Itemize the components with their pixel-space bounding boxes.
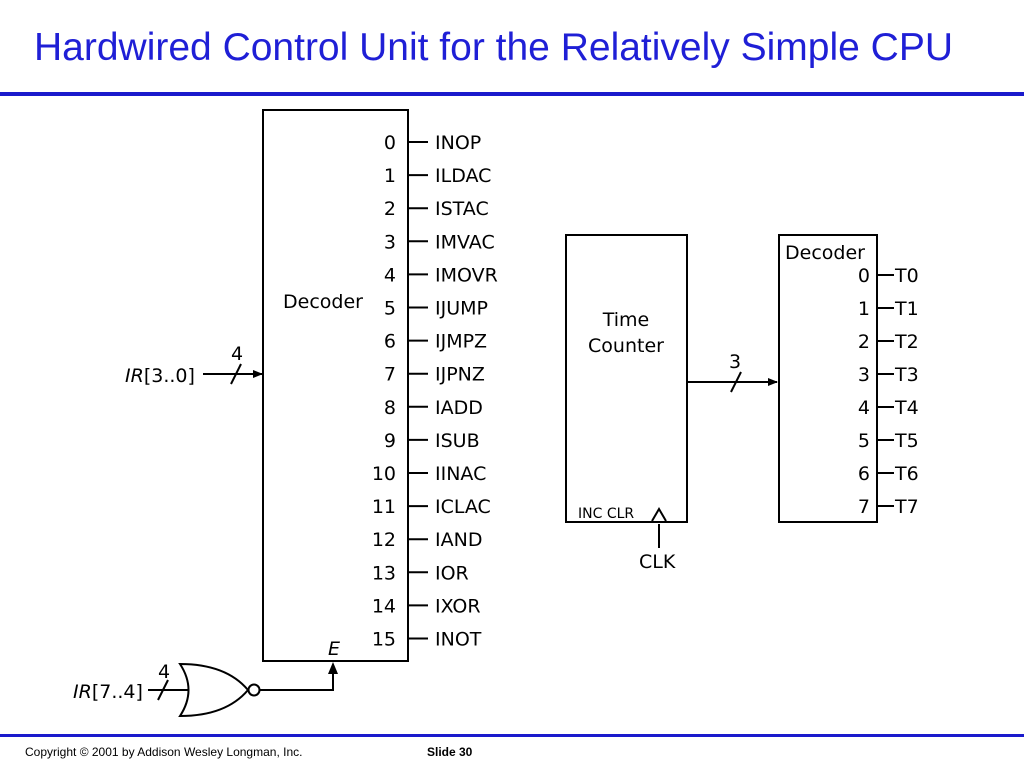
time-decoder-output-signal: T6 [894,463,919,485]
counter-bus: 3 [688,351,778,393]
time-decoder-output-signal: T3 [894,364,919,386]
counter-bus-slash [730,371,742,393]
instruction-decoder-output-index: 9 [384,430,396,452]
instruction-decoder-output-signal: IADD [435,397,483,419]
enable-wire [260,665,334,691]
time-decoder-output-index: 6 [858,463,870,485]
instruction-decoder-output-index: 10 [372,463,396,485]
time-decoder-box [778,234,878,523]
footer-copyright: Copyright © 2001 by Addison Wesley Longm… [25,745,303,759]
ir-low-label: IR[3..0] [125,365,195,387]
instruction-decoder-output-index: 15 [372,629,396,651]
instruction-decoder-output-signal: INOT [435,629,482,651]
time-counter-label-line1: Time [602,309,650,331]
instruction-decoder-output-index: 8 [384,397,396,419]
enable-arrowhead [328,662,338,674]
instruction-decoder-label: Decoder [283,291,363,313]
nor-gate-bubble [247,683,261,697]
enable-label: E [328,638,340,660]
instruction-decoder-output-index: 7 [384,364,396,386]
ir-high-width: 4 [158,661,170,683]
instruction-decoder-output-signal: IJPNZ [435,364,485,386]
counter-bus-width: 3 [729,351,741,373]
title-divider [0,92,1024,96]
time-decoder-output-index: 0 [858,265,870,287]
time-decoder-outputs: 0 T0 1 T1 2 T2 3 T3 4 T4 5 T5 6 T6 7 T7 [858,265,919,518]
instruction-decoder-output-signal: IMOVR [435,264,498,286]
nor-gate-group: IR[7..4] 4 [73,661,338,718]
time-decoder-output-index: 2 [858,331,870,353]
time-decoder-output-signal: T5 [894,430,919,452]
ir-low-input: IR[3..0] 4 [125,343,263,387]
instruction-decoder-output-index: 4 [384,264,396,286]
time-counter-control-label: INC CLR [578,506,634,522]
slide-number: Slide 30 [427,745,473,759]
slide-title: Hardwired Control Unit for the Relativel… [34,26,953,69]
time-counter: Time Counter INC CLR CLK [565,234,688,573]
instruction-decoder-output-index: 5 [384,298,396,320]
instruction-decoder-output-index: 14 [372,595,396,617]
instruction-decoder-output-signal: IJMPZ [435,331,487,353]
ir-high-bus-slash [157,679,169,701]
time-decoder-output-signal: T2 [894,331,919,353]
time-decoder-output-signal: T7 [894,496,919,518]
time-decoder-output-signal: T0 [894,265,919,287]
clock-label: CLK [639,551,676,573]
instruction-decoder-output-signal: IMVAC [435,231,495,253]
time-decoder: Decoder 0 T0 1 T1 2 T2 3 T3 4 T4 5 T5 6 T6 7 T7 [778,234,919,523]
instruction-decoder-output-signal: ISUB [435,430,480,452]
instruction-decoder-output-signal: IXOR [435,595,481,617]
clock-edge-marker [651,507,667,522]
time-decoder-output-signal: T1 [894,298,919,320]
time-decoder-label: Decoder [785,242,865,264]
time-decoder-output-index: 3 [858,364,870,386]
time-decoder-output-index: 7 [858,496,870,518]
instruction-decoder-output-index: 3 [384,231,396,253]
instruction-decoder-output-signal: IAND [435,529,482,551]
instruction-decoder-output-index: 13 [372,562,396,584]
ir-low-bus-slash [230,363,242,385]
instruction-decoder-output-signal: IINAC [435,463,486,485]
instruction-decoder-output-signal: INOP [435,132,481,154]
instruction-decoder-output-signal: ILDAC [435,165,491,187]
time-decoder-output-index: 5 [858,430,870,452]
time-decoder-output-index: 1 [858,298,870,320]
instruction-decoder-output-index: 11 [372,496,396,518]
instruction-decoder-output-signal: IJUMP [435,298,488,320]
time-counter-box [565,234,688,523]
instruction-decoder-output-index: 2 [384,198,396,220]
instruction-decoder-output-index: 6 [384,331,396,353]
footer-divider [0,734,1024,737]
instruction-decoder-output-index: 12 [372,529,396,551]
instruction-decoder-output-signal: ICLAC [435,496,491,518]
instruction-decoder-outputs: 0 INOP 1 ILDAC 2 ISTAC 3 IMVAC 4 IMOVR 5 IJUMP 6 IJMP… [372,132,498,651]
nor-gate-body [178,662,250,718]
time-decoder-output-index: 4 [858,397,870,419]
time-counter-label-line2: Counter [588,335,664,357]
ir-high-label: IR[7..4] [73,681,143,703]
instruction-decoder-output-signal: ISTAC [435,198,489,220]
instruction-decoder-output-index: 0 [384,132,396,154]
instruction-decoder-box [262,109,409,662]
time-decoder-output-signal: T4 [894,397,919,419]
instruction-decoder-output-signal: IOR [435,562,469,584]
instruction-decoder-output-index: 1 [384,165,396,187]
instruction-decoder: Decoder E 0 INOP 1 ILDAC 2 ISTAC 3 IMVAC 4 IMOVR 5… [262,109,498,662]
ir-low-width: 4 [231,343,243,365]
